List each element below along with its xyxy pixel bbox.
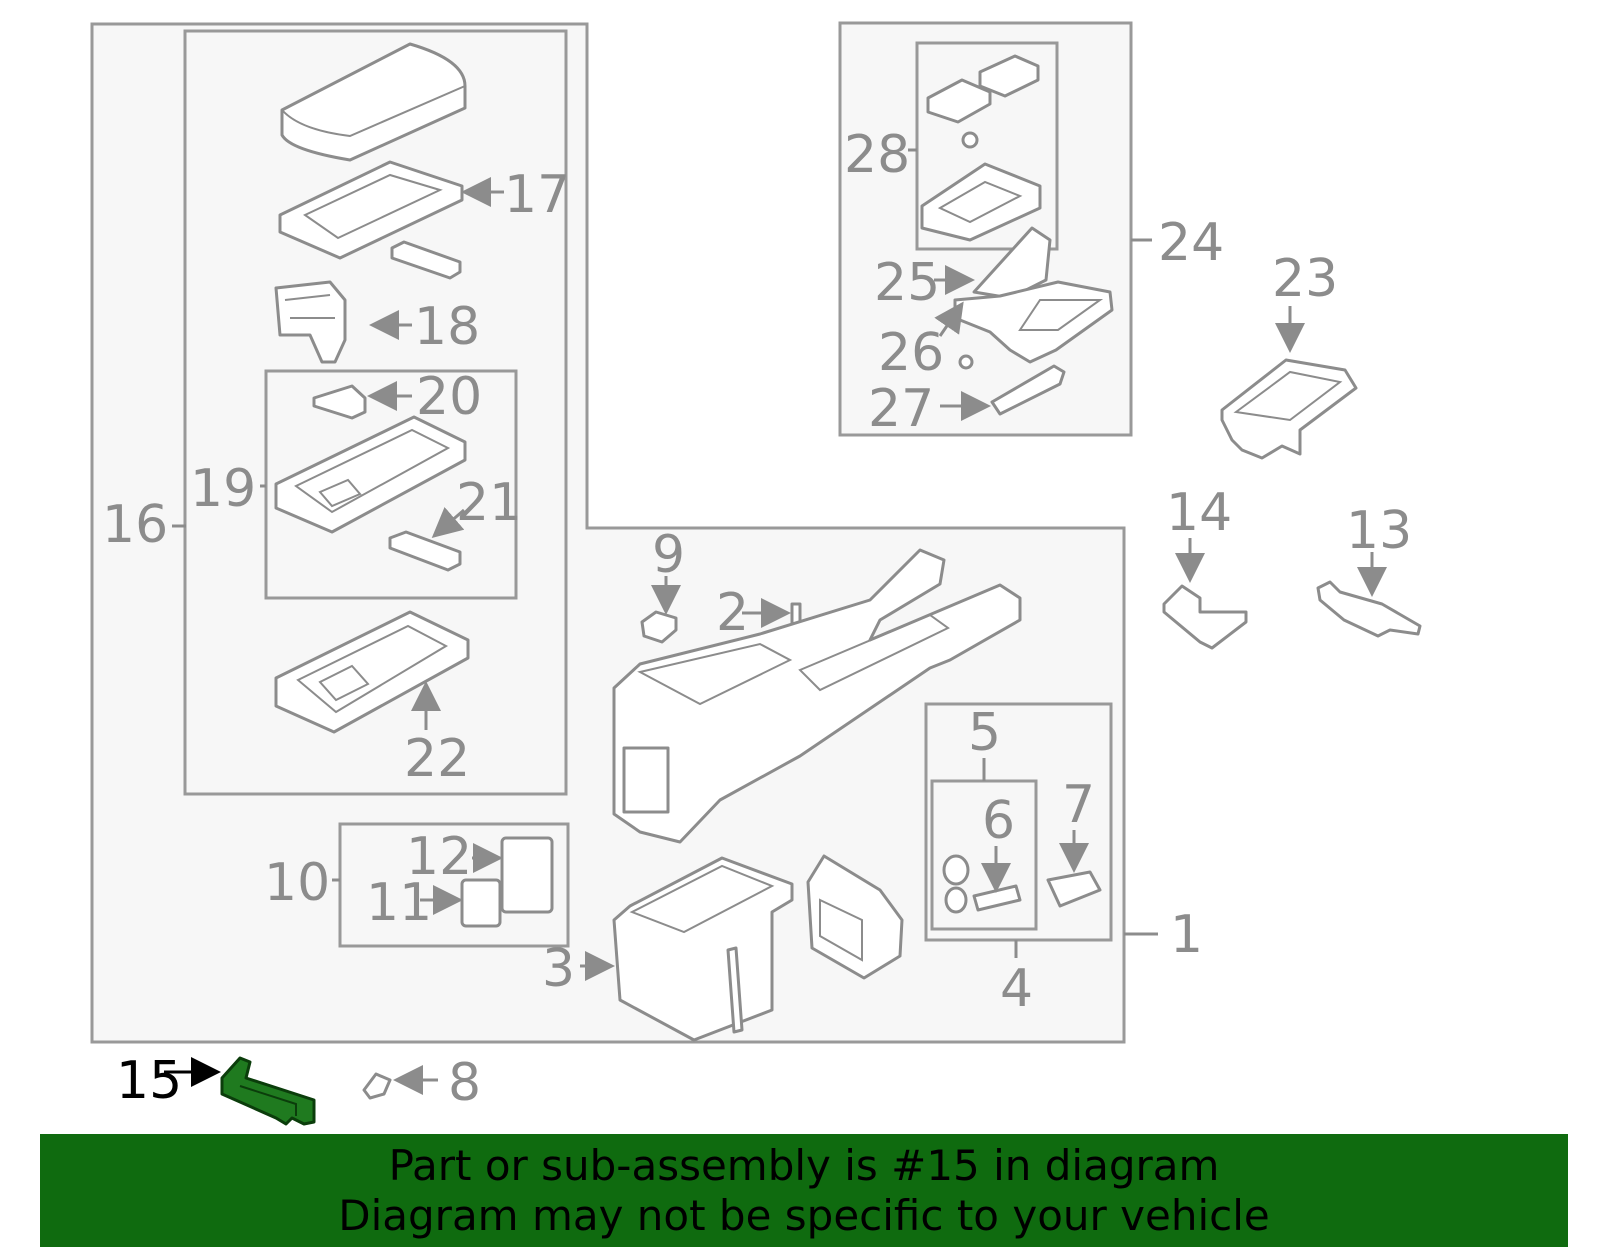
bracket-13 bbox=[1316, 580, 1422, 638]
callout-26: 26 bbox=[878, 323, 944, 383]
lighter-socket bbox=[942, 854, 970, 886]
striker-plate bbox=[388, 530, 462, 572]
latch-bracket bbox=[274, 280, 347, 364]
callout-27: 27 bbox=[868, 379, 934, 439]
callout-20: 20 bbox=[416, 367, 482, 427]
callout-24: 24 bbox=[1158, 213, 1224, 273]
callout-18: 18 bbox=[414, 297, 480, 357]
outlet-cap bbox=[1046, 870, 1102, 908]
callout-8: 8 bbox=[448, 1053, 481, 1113]
callout-11: 11 bbox=[366, 873, 432, 933]
banner-line-2: Diagram may not be specific to your vehi… bbox=[338, 1190, 1270, 1240]
cup-holder bbox=[920, 162, 1042, 242]
banner-line-1: Part or sub-assembly is #15 in diagram bbox=[388, 1140, 1220, 1190]
callout-10: 10 bbox=[264, 853, 330, 913]
callout-21: 21 bbox=[456, 473, 522, 533]
callout-2: 2 bbox=[716, 583, 749, 643]
callout-19: 19 bbox=[190, 459, 256, 519]
armrest-lid bbox=[280, 42, 467, 162]
cup-holder-lid bbox=[926, 78, 992, 124]
callout-15: 15 bbox=[116, 1051, 182, 1111]
callout-1: 1 bbox=[1170, 905, 1203, 965]
bracket-14 bbox=[1162, 584, 1248, 650]
console-body bbox=[612, 548, 1022, 844]
switch-12 bbox=[500, 836, 554, 914]
callout-28: 28 bbox=[844, 125, 910, 185]
armrest-base bbox=[274, 415, 467, 534]
clip-8 bbox=[362, 1072, 392, 1100]
info-banner: Part or sub-assembly is #15 in diagram D… bbox=[40, 1134, 1568, 1247]
callout-4: 4 bbox=[1000, 959, 1033, 1019]
callout-16: 16 bbox=[102, 495, 168, 555]
callout-9: 9 bbox=[652, 525, 685, 585]
callout-12: 12 bbox=[406, 827, 472, 887]
hinge-cover bbox=[312, 384, 367, 420]
callout-6: 6 bbox=[982, 791, 1015, 851]
callout-22: 22 bbox=[404, 729, 470, 789]
callout-13: 13 bbox=[1346, 501, 1412, 561]
callout-14: 14 bbox=[1166, 483, 1232, 543]
callout-3: 3 bbox=[542, 939, 575, 999]
callout-25: 25 bbox=[874, 253, 940, 313]
shift-panel bbox=[953, 280, 1114, 364]
shift-indicator bbox=[1220, 358, 1358, 460]
callout-5: 5 bbox=[968, 703, 1001, 763]
callout-7: 7 bbox=[1062, 775, 1095, 835]
panel-trim-strip bbox=[990, 364, 1066, 416]
callout-23: 23 bbox=[1272, 249, 1338, 309]
callout-17: 17 bbox=[504, 165, 570, 225]
highlighted-part-15 bbox=[220, 1056, 316, 1126]
console-box bbox=[612, 856, 794, 1042]
